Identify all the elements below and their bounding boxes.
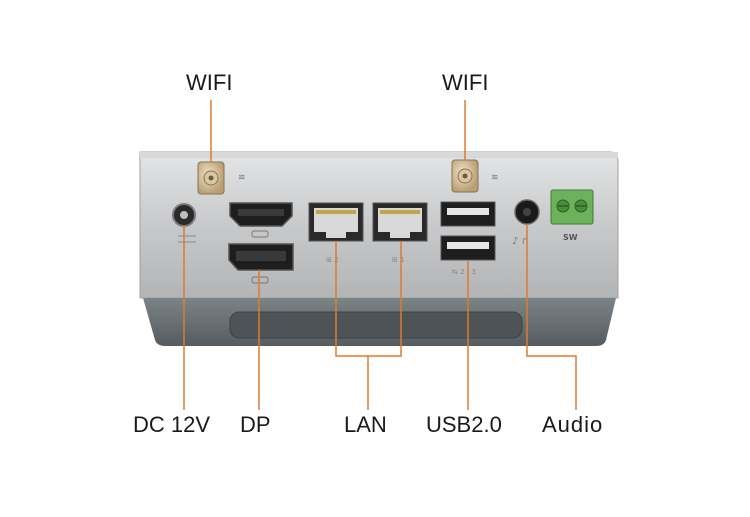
label-dc-12v: DC 12V: [133, 412, 211, 437]
leader-lines: [183, 100, 577, 410]
label-usb: USB2.0: [426, 412, 502, 437]
label-dp: DP: [240, 412, 271, 437]
label-audio: Audio: [542, 412, 604, 437]
power-switch-terminal: SW: [550, 189, 594, 242]
wifi-antenna-connector-right: ≋: [451, 159, 499, 193]
svg-text:⇆ 2 / 3: ⇆ 2 / 3: [452, 268, 476, 276]
usb-port-lower: ⇆ 2 / 3: [440, 235, 496, 276]
lan-port-1: ⊞ 1: [372, 202, 428, 264]
label-wifi-right: WIFI: [442, 70, 489, 95]
svg-text:≋: ≋: [491, 173, 499, 183]
chassis-base: [143, 298, 616, 346]
usb-port-upper: [440, 201, 496, 227]
label-wifi-left: WIFI: [186, 70, 233, 95]
svg-text:⊞ 1: ⊞ 1: [392, 256, 405, 264]
hdmi-port: [229, 202, 293, 238]
svg-text:♪ ∩: ♪ ∩: [512, 236, 529, 247]
svg-text:≋: ≋: [238, 173, 246, 183]
leader-audio: [526, 224, 577, 410]
wifi-antenna-connector-left: ≋: [197, 161, 246, 195]
displayport-port: [228, 243, 294, 284]
svg-text:⊞ 2: ⊞ 2: [326, 256, 339, 264]
label-lan: LAN: [344, 412, 387, 437]
switch-label: SW: [563, 233, 578, 242]
